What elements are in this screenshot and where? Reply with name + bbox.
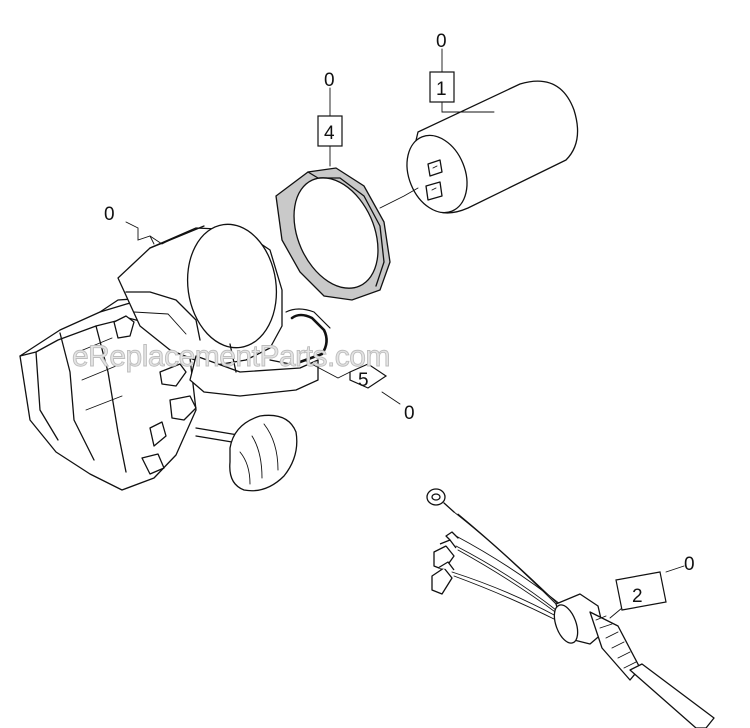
watermark-text: eReplacementParts.com: [72, 340, 390, 373]
gasket-part-5[interactable]: [290, 313, 328, 364]
callout-cable-part: 2: [632, 586, 643, 607]
motor-assembly[interactable]: [19, 218, 331, 492]
callout-capacitor-part: 1: [436, 79, 447, 100]
callout-ring: 0 4: [317, 70, 343, 147]
callout-capacitor: 0 1: [429, 31, 455, 103]
callout-motor: 0: [104, 204, 115, 225]
callout-cable-qty: 0: [684, 554, 695, 575]
callout-ring-qty: 0: [324, 70, 335, 91]
callout-gasket: 5 0: [349, 363, 415, 424]
callout-gasket-qty: 0: [404, 403, 415, 424]
capacitor-part-1[interactable]: [396, 80, 579, 221]
callout-motor-qty: 0: [104, 204, 115, 225]
leader-lines: [125, 48, 685, 619]
cable-assembly-part-2[interactable]: [426, 488, 715, 728]
shield-ring-part-4[interactable]: [275, 165, 394, 302]
callout-capacitor-qty: 0: [436, 31, 447, 52]
callout-ring-part: 4: [324, 123, 335, 144]
callout-cable: 0 2: [615, 554, 695, 611]
callout-gasket-part: 5: [358, 370, 369, 391]
knob[interactable]: [229, 414, 298, 492]
